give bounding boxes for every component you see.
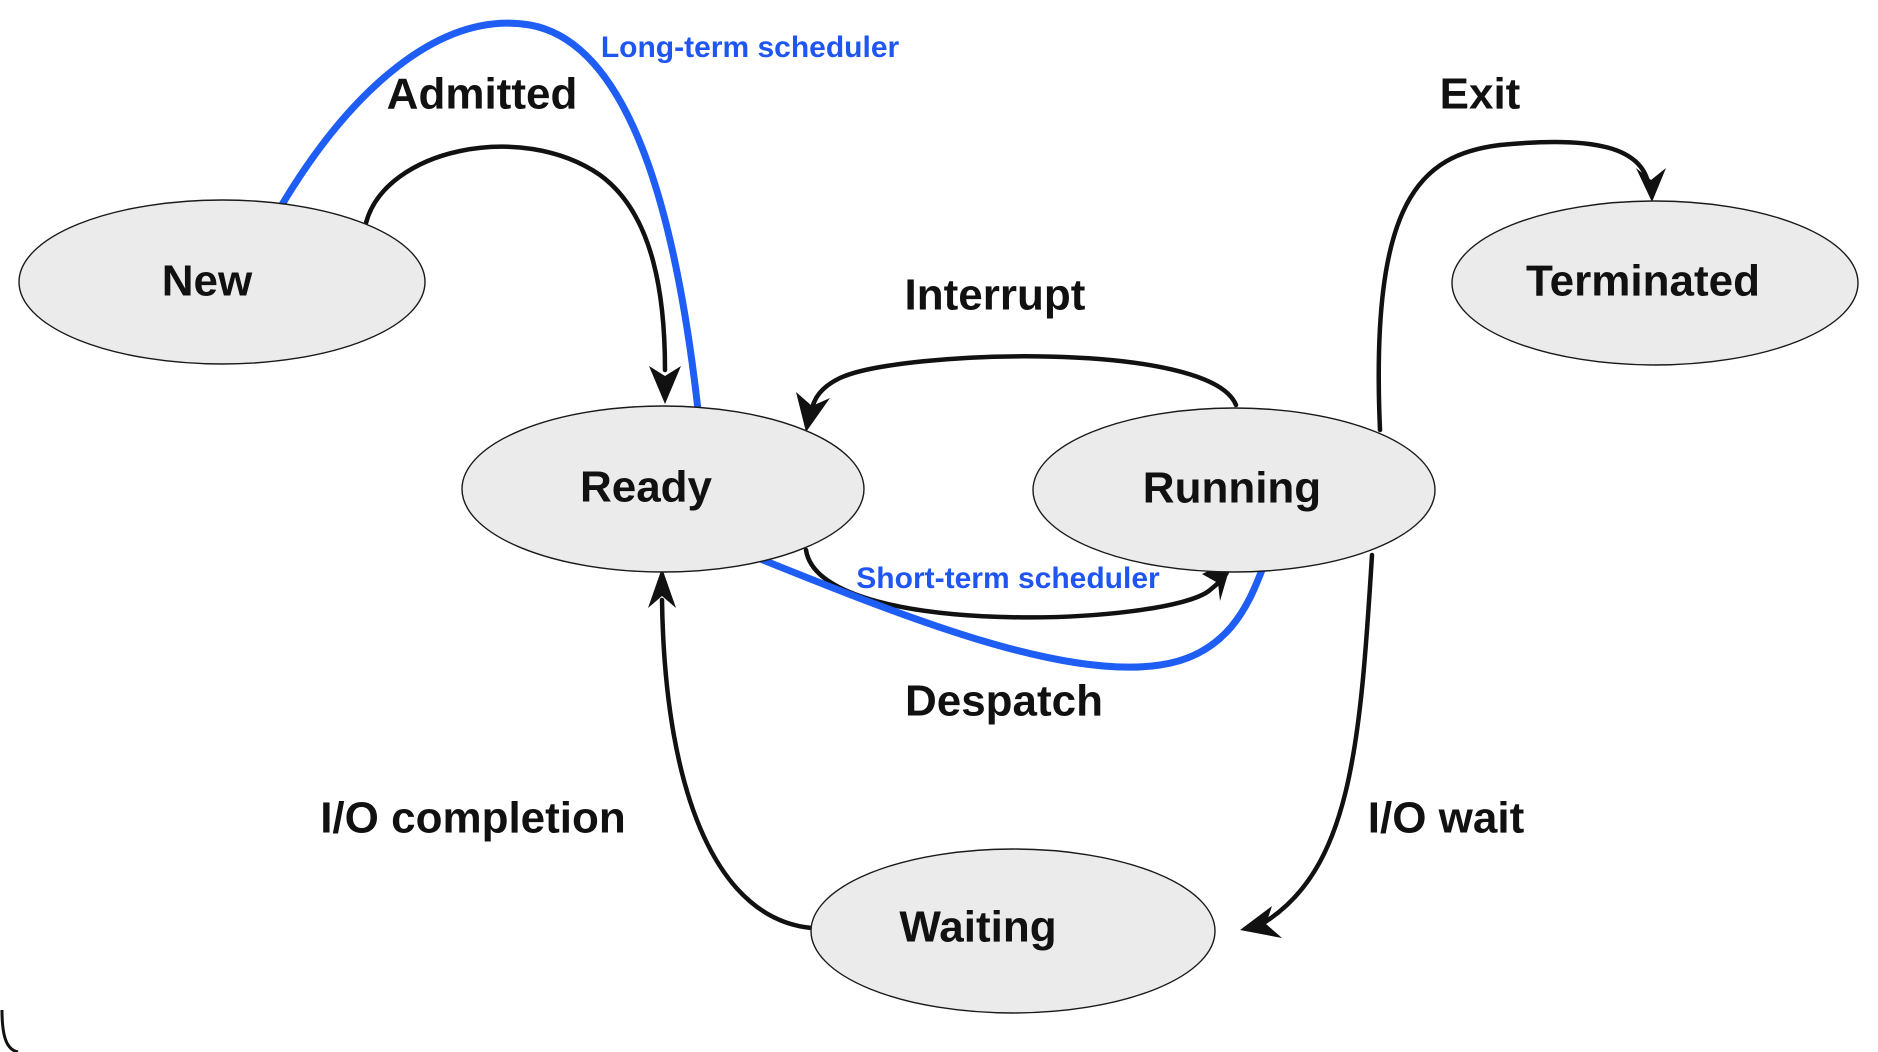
state-waiting-label: Waiting [899,903,1056,952]
long-term-scheduler-path [276,19,702,411]
short-term-scheduler-label: Short-term scheduler [856,562,1160,595]
io-completion-edge [648,568,815,931]
state-running-label: Running [1143,464,1321,513]
state-ready-label: Ready [580,463,713,512]
interrupt-edge [796,354,1239,432]
state-running: Running [1032,407,1436,573]
exit-edge [1376,139,1666,433]
state-new-label: New [162,257,253,306]
despatch-label: Despatch [905,677,1103,726]
window-corner [0,1009,19,1052]
io-completion-label: I/O completion [320,794,626,843]
exit-label: Exit [1440,70,1521,119]
state-waiting: Waiting [810,848,1216,1014]
state-ready: Ready [461,405,865,573]
interrupt-label: Interrupt [905,271,1086,320]
io-wait-edge [1240,552,1375,938]
admitted-label: Admitted [387,70,578,119]
state-terminated: Terminated [1451,200,1859,366]
long-term-scheduler-label: Long-term scheduler [601,31,900,64]
short-term-scheduler-path [756,554,1266,671]
admitted-edge [363,144,681,404]
state-new: New [18,199,426,365]
state-terminated-label: Terminated [1526,257,1760,306]
io-wait-label: I/O wait [1368,794,1525,843]
